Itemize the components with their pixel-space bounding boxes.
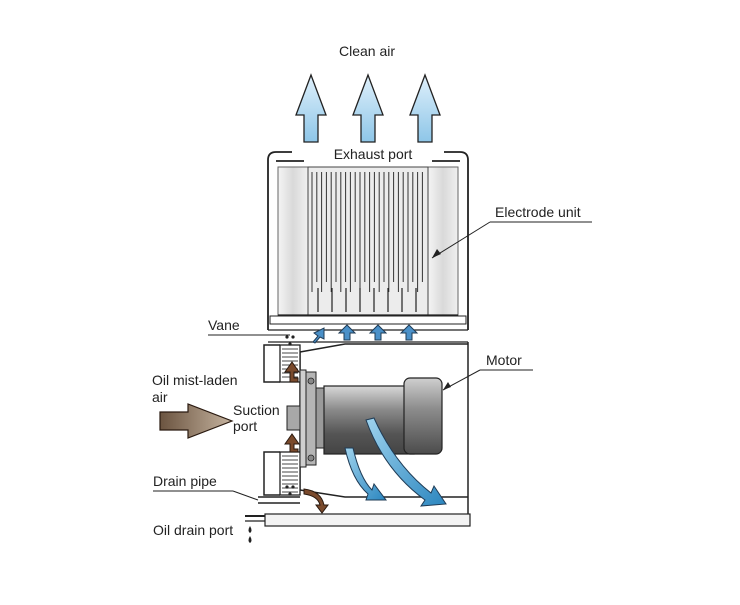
upflow-arrows	[312, 324, 419, 344]
exhaust-port-label: Exhaust port	[334, 146, 413, 162]
electrode-unit-leader	[431, 221, 491, 259]
oil-flow-arrows	[284, 361, 329, 514]
oil-drop-2	[291, 335, 295, 339]
oil-arrow-upper	[284, 361, 300, 383]
upflow-arrow-4	[399, 324, 419, 341]
oil-mist-label-line2: air	[152, 389, 168, 405]
airflow-arrows	[344, 417, 447, 507]
drain-pipe-label: Drain pipe	[153, 473, 217, 489]
motor-body	[323, 385, 415, 455]
oil-drain-drop-1	[248, 526, 252, 533]
electrode-unit-leader-head	[432, 249, 441, 258]
electrode-plates	[311, 172, 423, 312]
upflow-arrow-3	[368, 324, 388, 341]
vane-label: Vane	[208, 317, 240, 333]
oil-droplets	[285, 335, 295, 496]
vane-lower-frame	[279, 451, 301, 496]
vane-fins	[282, 348, 298, 493]
motor	[307, 377, 443, 462]
oil-drop-3	[288, 342, 292, 346]
upper-housing	[267, 151, 469, 343]
vane-lower-bracket	[263, 451, 280, 496]
oil-drop-5	[291, 485, 295, 489]
electrode-unit	[269, 166, 467, 325]
suction-hub	[286, 405, 301, 431]
upflow-arrow-1	[312, 327, 325, 344]
clean-air-arrows	[295, 73, 441, 143]
oil-drop-1	[285, 335, 289, 339]
motor-leader-head	[443, 382, 451, 390]
oil-arrow-down	[303, 488, 329, 514]
oil-arrow-lower	[284, 433, 300, 453]
electrode-unit-label: Electrode unit	[495, 204, 581, 220]
mounting-bracket	[305, 371, 317, 466]
electrode-panel-left	[277, 166, 309, 316]
vane-upper-bracket	[263, 344, 280, 383]
electrode-panel-right	[427, 166, 459, 316]
upflow-arrow-2	[337, 324, 357, 341]
suction-port-label-line2: port	[233, 418, 257, 434]
clean-air-arrow-2	[352, 73, 384, 143]
motor-bolt-2	[307, 454, 315, 462]
airflow-arrow-1	[344, 447, 387, 501]
base-plate	[264, 513, 471, 527]
clean-air-arrow-1	[295, 73, 327, 143]
electrode-base	[269, 315, 467, 325]
motor-bolt-1	[307, 377, 315, 385]
oil-mist-label-line1: Oil mist-laden	[152, 372, 238, 388]
motor-label: Motor	[486, 352, 522, 368]
oil-drop-4	[285, 485, 289, 489]
clean-air-arrow-3	[409, 73, 441, 143]
suction-port-label-line1: Suction	[233, 402, 280, 418]
airflow-arrow-2	[365, 417, 447, 507]
inflow-arrow	[159, 403, 234, 439]
oil-drain-drop-2	[248, 536, 252, 543]
oil-drain-port-label: Oil drain port	[153, 522, 233, 538]
mounting-plate	[299, 369, 307, 468]
motor-cap	[403, 377, 443, 455]
oil-drop-6	[288, 492, 292, 496]
clean-air-label: Clean air	[339, 43, 395, 59]
